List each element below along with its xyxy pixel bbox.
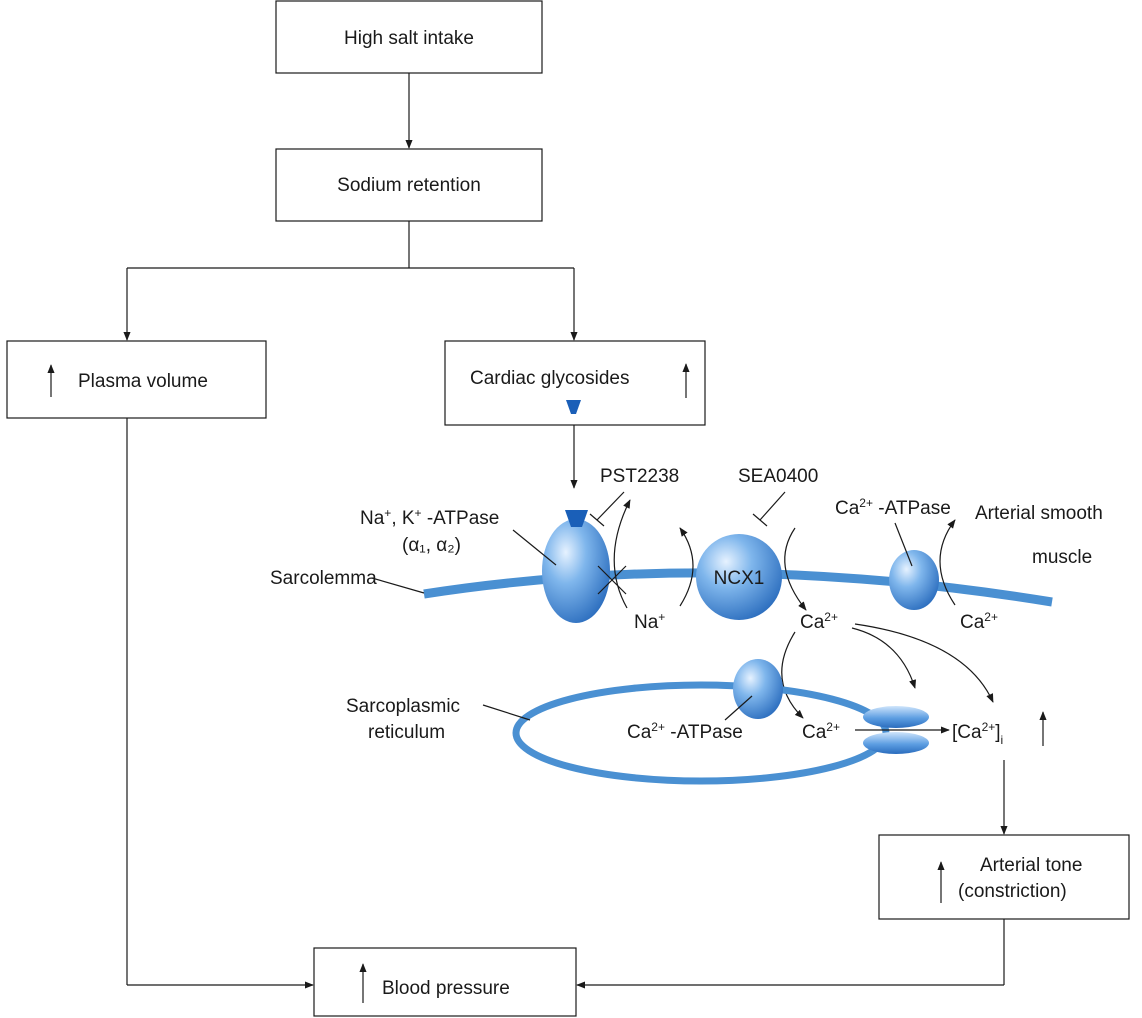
ca-to-cytosol-arrow <box>854 623 994 703</box>
blood-pressure-label: Blood pressure <box>382 978 510 999</box>
ncx1-label: NCX1 <box>714 568 765 589</box>
box-high-salt-intake: High salt intake <box>275 0 543 74</box>
box-blood-pressure: Blood pressure <box>313 947 577 1017</box>
sr-ca-atpase-pointer <box>724 695 753 721</box>
alpha-subunits-label: (α₁, α₂) <box>402 535 461 556</box>
pm-ca-atpase-protein <box>889 550 939 610</box>
sr-label-2: reticulum <box>368 722 445 743</box>
ca-sr-label: Ca2+ <box>802 720 840 743</box>
arterial-smooth-label-1: Arterial smooth <box>975 503 1103 524</box>
sea0400-inhibit-line <box>759 491 786 521</box>
ca-to-sr-arrow <box>781 631 804 719</box>
pm-ca-atpase-pointer <box>894 522 913 567</box>
ryr-channel <box>863 706 929 754</box>
sr-ca-atpase-protein <box>733 659 783 719</box>
block-x-2 <box>597 565 627 595</box>
sr-pointer <box>482 704 531 721</box>
arterial-smooth-label-2: muscle <box>1032 547 1092 568</box>
cai-label: [Ca2+]i <box>952 720 1003 747</box>
pm-ca-atpase-label: Ca2+ -ATPase <box>835 496 951 519</box>
high-salt-label: High salt intake <box>344 28 474 49</box>
sr-ca-atpase-label: Ca2+ -ATPase <box>627 720 743 743</box>
ca-to-ryr-arrow <box>851 627 917 689</box>
sea0400-inhibit-bar <box>752 513 768 527</box>
ca-efflux-curve <box>939 519 956 606</box>
na-efflux-curve <box>613 499 631 609</box>
na-influx-curve <box>679 527 694 607</box>
na-k-atpase-label: Na+, K+ -ATPase <box>360 506 499 529</box>
na-k-atpase-pointer <box>512 529 557 566</box>
box-cardiac-glycosides: Cardiac glycosides <box>444 340 706 426</box>
plasma-volume-label: Plasma volume <box>78 371 208 392</box>
box-arterial-tone: Arterial tone (constriction) <box>878 834 1130 920</box>
arterial-tone-label-1: Arterial tone <box>980 855 1082 876</box>
sr-label-1: Sarcoplasmic <box>346 696 460 717</box>
cardiac-glycosides-label: Cardiac glycosides <box>470 368 629 389</box>
glycoside-bound-icon <box>565 510 588 527</box>
sarcolemma-pointer <box>371 577 425 594</box>
box-plasma-volume: Plasma volume <box>6 340 267 419</box>
pst2238-label: PST2238 <box>600 466 679 487</box>
sarcolemma-label: Sarcolemma <box>270 568 377 589</box>
na-k-atpase-protein <box>542 510 610 623</box>
ca-right-label: Ca2+ <box>960 610 998 633</box>
arterial-tone-label-2: (constriction) <box>958 881 1067 902</box>
sodium-retention-label: Sodium retention <box>337 175 481 196</box>
sea0400-label: SEA0400 <box>738 466 818 487</box>
ncx1-protein: NCX1 <box>696 534 782 620</box>
ca-center-label: Ca2+ <box>800 610 838 633</box>
na-ion-label: Na+ <box>634 610 665 633</box>
glycoside-icon <box>566 400 581 414</box>
ncx-ca-influx-curve <box>784 527 807 611</box>
pst2238-inhibit-bar <box>589 513 605 527</box>
box-sodium-retention: Sodium retention <box>275 148 543 222</box>
pst2238-inhibit-line <box>596 491 625 521</box>
